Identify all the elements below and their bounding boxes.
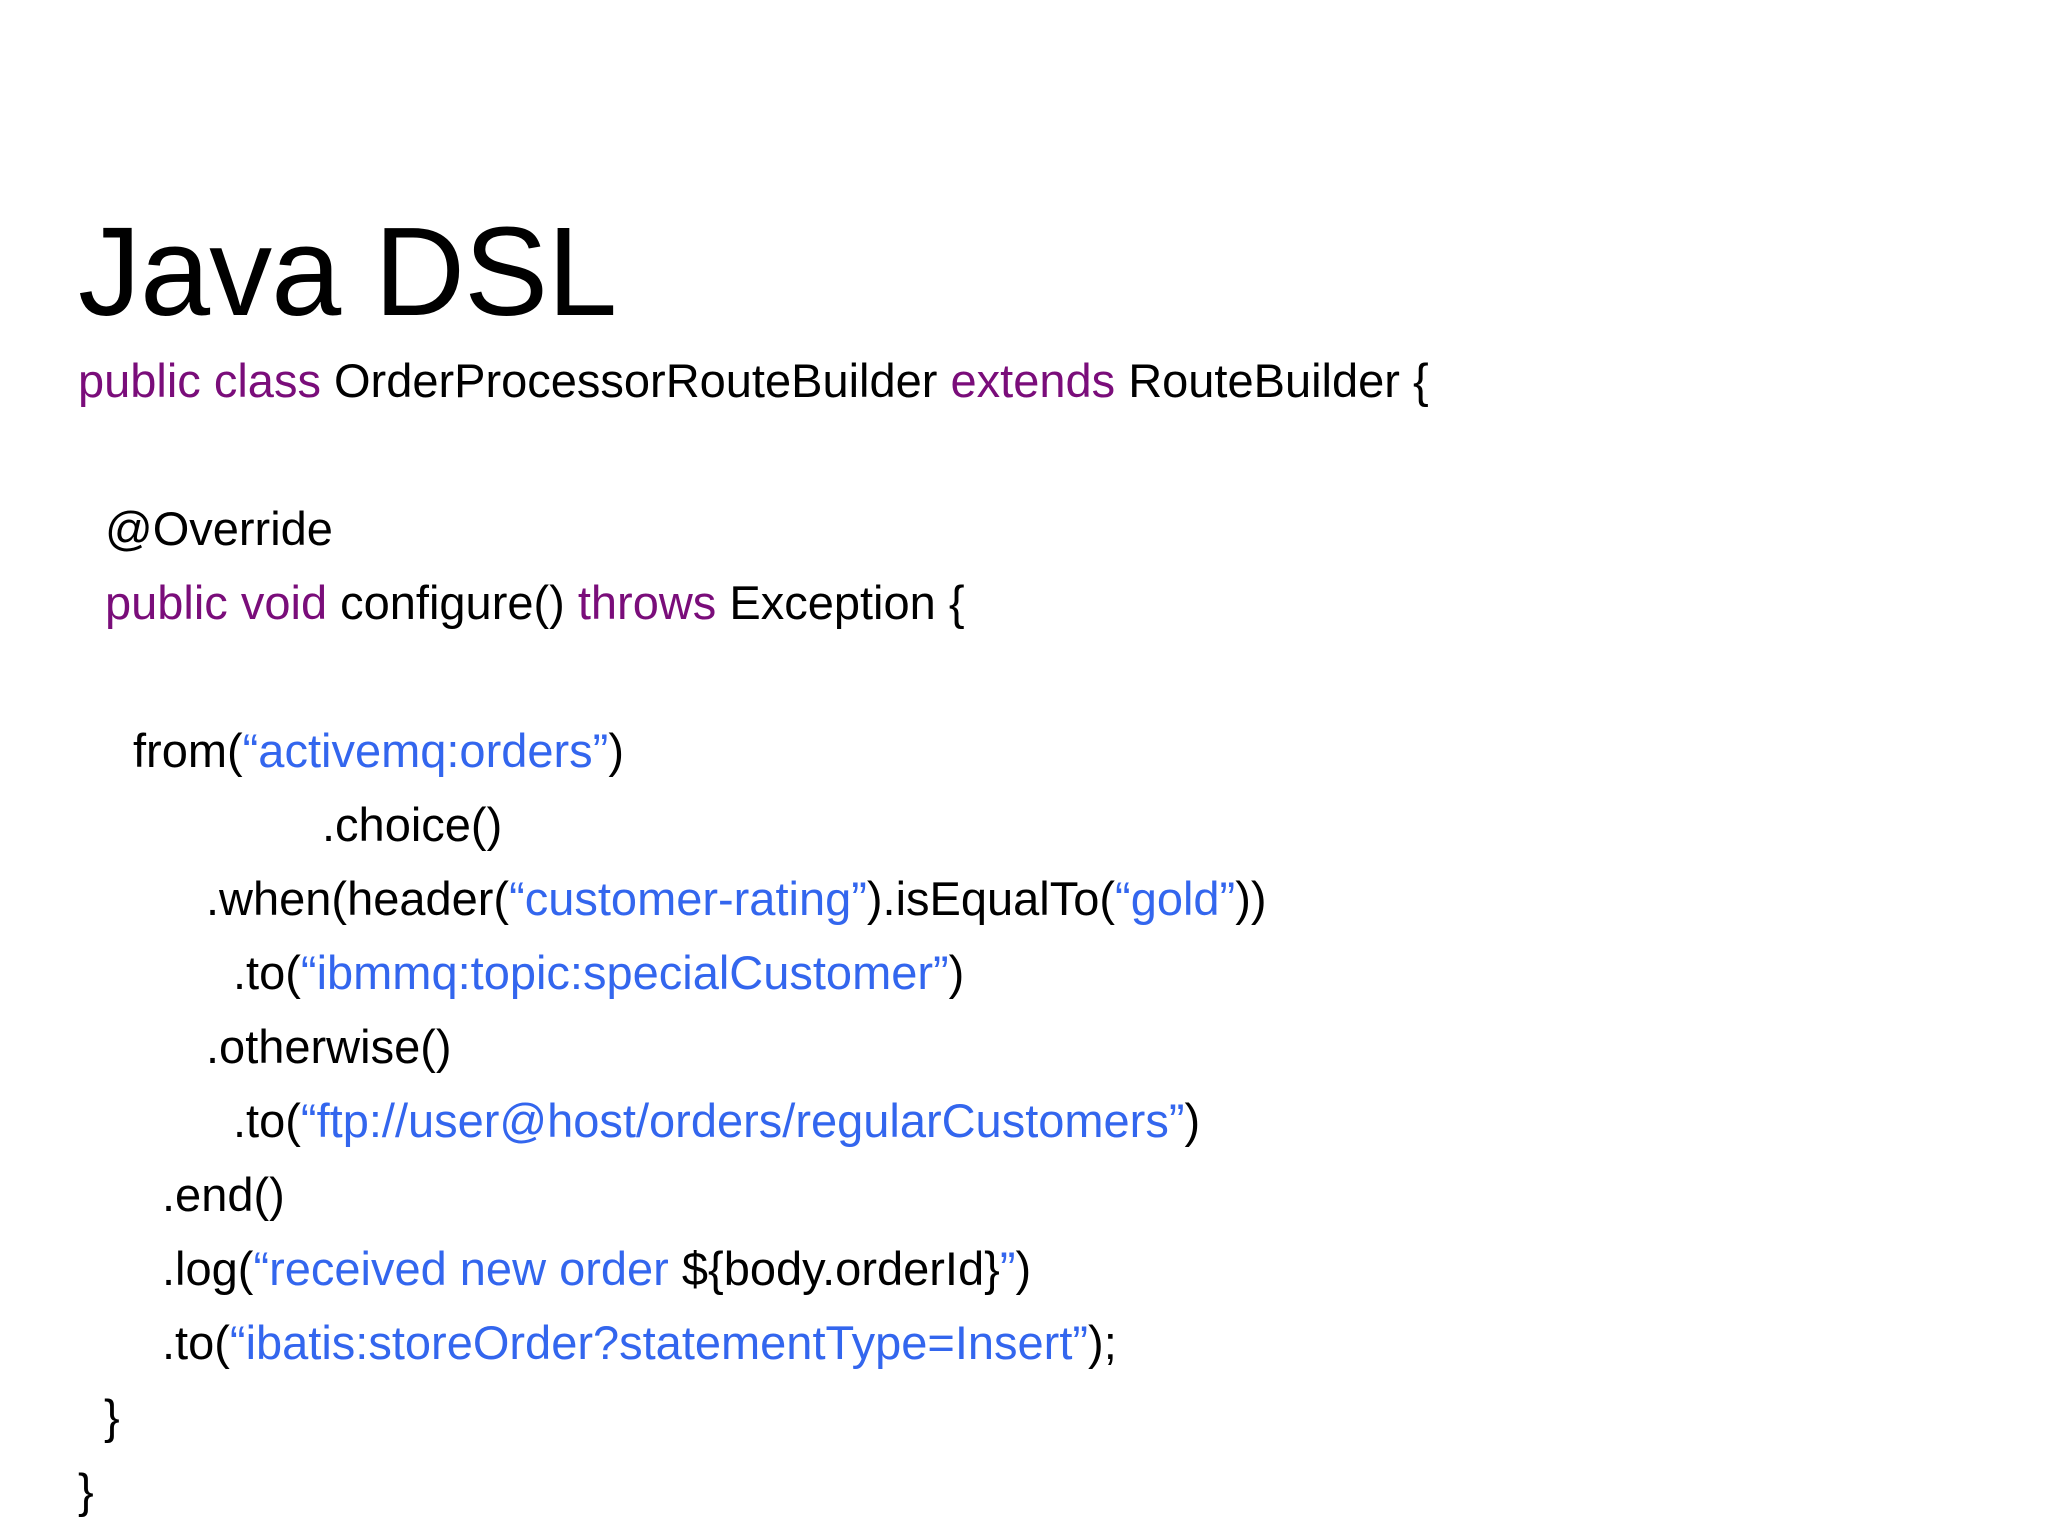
code-line-when-customer-rating: .when(header(“customer-rating”).isEqualT… [0,862,2048,936]
code-token-string: “gold” [1115,872,1236,925]
code-token-plain: )) [1235,872,1267,925]
code-token-string: “ibatis:storeOrder?statementType=Insert” [229,1316,1089,1369]
code-line-end: .end() [0,1158,2048,1232]
code-token-plain: OrderProcessorRouteBuilder [334,354,951,407]
code-token-string: “ibmmq:topic:specialCustomer” [300,946,949,999]
code-listing: public class OrderProcessorRouteBuilder … [0,344,2048,1528]
code-token-string: “received new order [253,1242,682,1295]
code-line-log-received-order: .log(“received new order ${body.orderId}… [0,1232,2048,1306]
code-token-plain: ) [608,724,624,777]
code-token-plain: } [78,1464,94,1517]
code-token-plain: .when(header( [206,872,510,925]
code-token-string: “ftp://user@host/orders/regularCustomers… [300,1094,1185,1147]
code-line-close-class-brace: } [0,1454,2048,1528]
code-token-plain: .otherwise() [206,1020,452,1073]
code-line-class-declaration: public class OrderProcessorRouteBuilder … [0,344,2048,418]
code-token-plain: RouteBuilder { [1128,354,1429,407]
code-token-plain: ); [1088,1316,1117,1369]
code-token-annotation: @Override [105,502,333,555]
code-token-plain: .log( [162,1242,254,1295]
code-token-plain: .to( [162,1316,230,1369]
code-line-configure-method: public void configure() throws Exception… [0,566,2048,640]
code-token-plain: configure() [340,576,578,629]
code-token-string: “activemq:orders” [242,724,609,777]
code-line-blank-2 [0,640,2048,714]
code-token-keyword: extends [950,354,1129,407]
code-line-to-ibatis: .to(“ibatis:storeOrder?statementType=Ins… [0,1306,2048,1380]
code-line-override-annotation: @Override [0,492,2048,566]
code-token-keyword: public void [105,576,341,629]
code-token-expression: ${body.orderId} [681,1242,1000,1295]
code-token-string: ” [999,1242,1016,1295]
code-token-plain: Exception { [729,576,965,629]
code-token-plain: } [104,1390,120,1443]
code-token-plain: .to( [233,946,301,999]
code-token-plain: ) [1015,1242,1032,1295]
code-line-to-ibmmq: .to(“ibmmq:topic:specialCustomer”) [0,936,2048,1010]
code-token-plain: from( [133,724,243,777]
code-token-plain: ).isEqualTo( [866,872,1116,925]
code-line-otherwise: .otherwise() [0,1010,2048,1084]
page-title: Java DSL [78,201,617,343]
code-token-plain: .end() [162,1168,285,1221]
code-token-plain: .choice() [322,798,503,851]
code-line-choice: .choice() [0,788,2048,862]
code-token-plain: ) [948,946,965,999]
code-line-to-ftp: .to(“ftp://user@host/orders/regularCusto… [0,1084,2048,1158]
code-line-from-activemq: from(“activemq:orders”) [0,714,2048,788]
code-token-keyword: public class [78,354,334,407]
code-token-plain: ) [1184,1094,1201,1147]
code-token-string: “customer-rating” [509,872,867,925]
code-token-keyword: throws [577,576,730,629]
code-line-blank-1 [0,418,2048,492]
code-line-close-method-brace: } [0,1380,2048,1454]
code-token-plain: .to( [233,1094,301,1147]
